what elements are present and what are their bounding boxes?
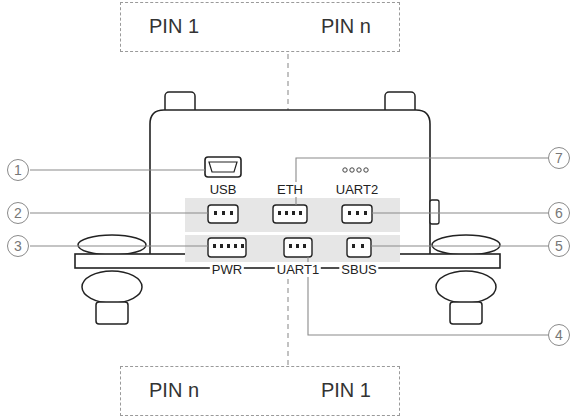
damper	[82, 271, 142, 303]
pin-label: PIN 1	[321, 367, 371, 414]
port-label: UART1	[275, 262, 321, 277]
pin-label: PIN 1	[149, 3, 199, 50]
callout-circle: 2	[7, 202, 29, 224]
damper	[436, 271, 496, 303]
usb-port	[209, 162, 237, 172]
callout-circle: 4	[548, 324, 570, 346]
pin-order-box: PIN n PIN 1	[120, 366, 400, 416]
callout-circle: 3	[7, 235, 29, 257]
port-band	[185, 198, 400, 232]
pin-order-box: PIN 1 PIN n	[120, 2, 400, 52]
damper	[432, 235, 500, 255]
port-label: UART2	[334, 182, 380, 197]
callout-number: 7	[555, 151, 563, 165]
usb-port	[205, 157, 241, 177]
callout-circle: 7	[548, 147, 570, 169]
callout-number: 2	[14, 206, 22, 220]
side-clip	[430, 200, 439, 224]
callout-number: 5	[555, 239, 563, 253]
callout-number: 1	[14, 163, 22, 177]
damper-stem	[450, 302, 482, 324]
port-label: SBUS	[339, 262, 378, 277]
callout-circle: 6	[548, 202, 570, 224]
port-label: ETH	[275, 182, 305, 197]
led	[357, 168, 361, 172]
callout-circle: 5	[548, 235, 570, 257]
callout-number: 6	[555, 206, 563, 220]
damper-stem	[96, 302, 128, 324]
callout-circle: 1	[7, 159, 29, 181]
pin-label: PIN n	[321, 3, 371, 50]
callout-number: 4	[555, 328, 563, 342]
connector	[208, 205, 372, 257]
port-label: PWR	[210, 262, 244, 277]
connector-pins	[213, 211, 367, 248]
port-label: USB	[208, 182, 239, 197]
port-band	[185, 235, 400, 262]
callout-number: 3	[14, 239, 22, 253]
housing	[150, 110, 430, 254]
damper	[78, 235, 146, 255]
pin-label: PIN n	[149, 367, 199, 414]
led	[343, 168, 347, 172]
led	[350, 168, 354, 172]
led	[364, 168, 368, 172]
leader-line	[30, 158, 548, 335]
